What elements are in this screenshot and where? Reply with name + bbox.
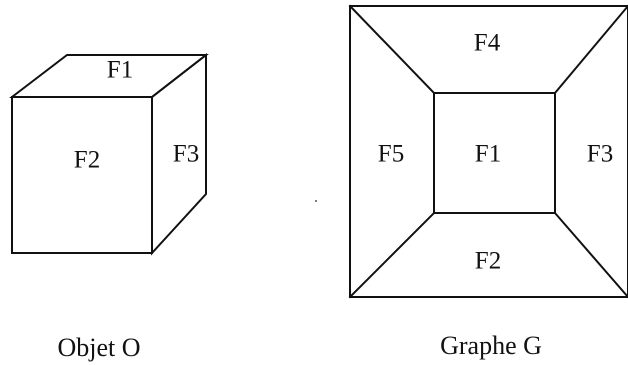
graph-edge-top-right	[553, 4, 628, 95]
graph-edge-bottom-right	[553, 211, 628, 299]
graph-right-label: F3	[587, 141, 613, 168]
cube-side-label: F3	[173, 141, 199, 168]
graph-inner-square	[433, 92, 556, 214]
object-o-caption: Objet O	[57, 333, 140, 362]
scan-speck	[315, 200, 317, 202]
cube-front-face	[11, 96, 153, 254]
graph-g-caption: Graphe G	[440, 331, 542, 360]
cube-side-face	[151, 52, 207, 256]
graph-outer-square	[349, 5, 628, 298]
graph-g-diagram: F4 F5 F1 F3 F2	[348, 4, 628, 299]
graph-left-label: F5	[378, 141, 404, 168]
cube-front-label: F2	[74, 147, 100, 174]
cube-top-label: F1	[107, 57, 133, 84]
graph-edge-top-left	[348, 4, 436, 95]
graph-bottom-label: F2	[475, 248, 501, 275]
graph-center-label: F1	[475, 141, 501, 168]
object-o-cube: F1 F2 F3	[9, 52, 209, 256]
graph-top-label: F4	[474, 30, 501, 57]
graph-edge-bottom-left	[348, 211, 436, 299]
